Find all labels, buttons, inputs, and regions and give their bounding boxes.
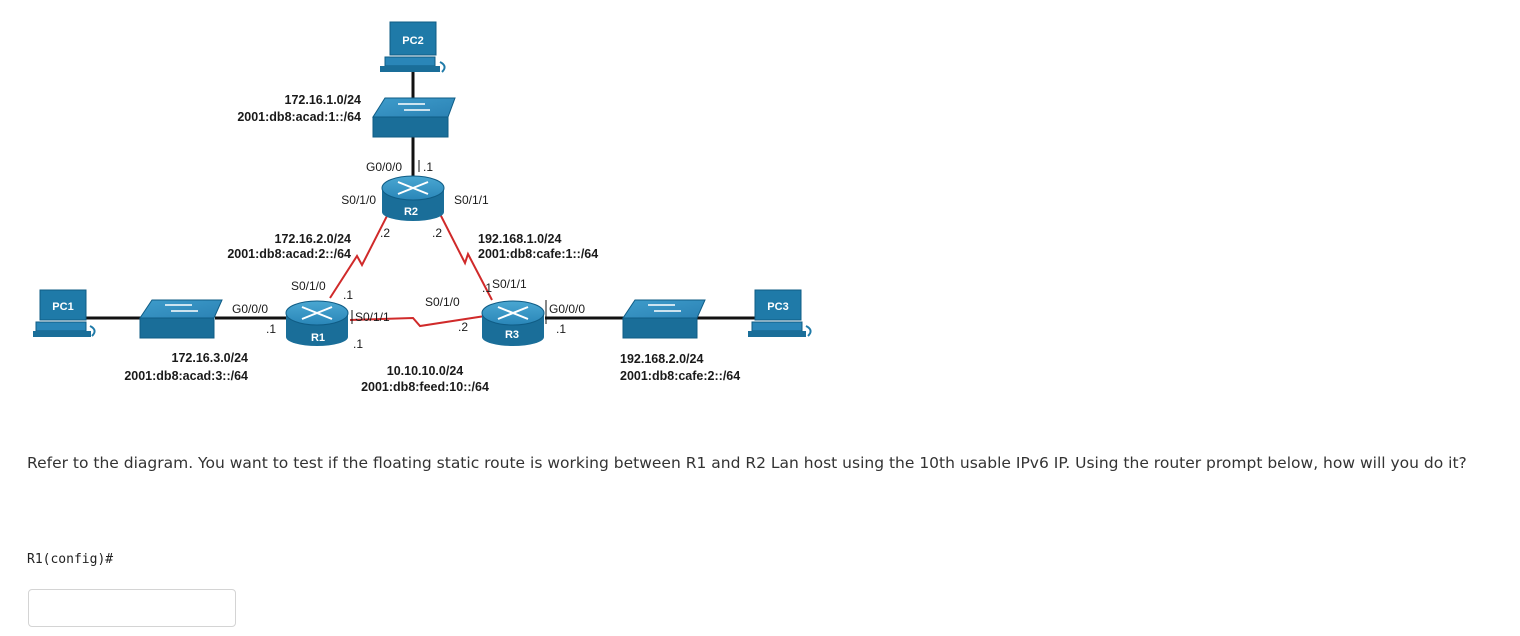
serial-link-r1-r3 (349, 315, 486, 328)
net-lan-r3-ipv6: 2001:db8:cafe:2::/64 (620, 369, 740, 383)
pc1-icon: PC1 (33, 289, 96, 337)
serial-link-r1-r2 (329, 209, 391, 299)
r3-s010-label: S0/1/0 (425, 295, 460, 309)
r2-s010-label: S0/1/0 (341, 193, 376, 207)
switch-r1-lan-icon (139, 299, 223, 339)
net-r2-r3-ipv4: 192.168.1.0/24 (478, 232, 561, 246)
pc2-label: PC2 (402, 35, 423, 47)
r1-s010-host: .1 (343, 288, 353, 302)
r1-g000-label: G0/0/0 (232, 302, 268, 316)
pc3-label: PC3 (767, 301, 788, 313)
answer-input[interactable] (28, 589, 236, 627)
serial-link-r2-r3 (437, 209, 493, 301)
r2-label: R2 (404, 206, 418, 218)
net-r1-r2-ipv4: 172.16.2.0/24 (275, 232, 352, 246)
r1-s011-label: S0/1/1 (355, 310, 390, 324)
r3-label: R3 (505, 329, 519, 341)
net-r1-r3-ipv6: 2001:db8:feed:10::/64 (361, 380, 489, 394)
pc2-icon: PC2 (380, 21, 446, 73)
r2-s011-label: S0/1/1 (454, 193, 489, 207)
r1-g000-host: .1 (266, 322, 276, 336)
net-lan-r2-ipv4: 172.16.1.0/24 (285, 93, 362, 107)
switch-r3-lan-icon (622, 299, 706, 339)
topology-diagram: PC2 R2 PC1 R1 (33, 21, 812, 394)
serial-links (329, 209, 493, 328)
r3-s011-host: .1 (482, 281, 492, 295)
r1-s011-host: .1 (353, 337, 363, 351)
net-r1-r2-ipv6: 2001:db8:acad:2::/64 (227, 247, 351, 261)
pc3-icon: PC3 (748, 289, 812, 337)
r3-s010-host: .2 (458, 320, 468, 334)
net-r2-r3-ipv6: 2001:db8:cafe:1::/64 (478, 247, 598, 261)
net-lan-r1-ipv4: 172.16.3.0/24 (172, 351, 249, 365)
net-lan-r2-ipv6: 2001:db8:acad:1::/64 (237, 110, 361, 124)
r2-g000-label: G0/0/0 (366, 160, 402, 174)
r3-g000-host: .1 (556, 322, 566, 336)
r2-g000-host: .1 (423, 160, 433, 174)
r2-s010-host: .2 (380, 226, 390, 240)
r1-label: R1 (311, 332, 325, 344)
r3-s011-label: S0/1/1 (492, 277, 527, 291)
net-lan-r3-ipv4: 192.168.2.0/24 (620, 352, 703, 366)
net-lan-r1-ipv6: 2001:db8:acad:3::/64 (124, 369, 248, 383)
r1-router-icon: R1 (285, 300, 349, 346)
r1-s010-label: S0/1/0 (291, 279, 326, 293)
router-prompt: R1(config)# (27, 552, 114, 567)
net-r1-r3-ipv4: 10.10.10.0/24 (387, 364, 464, 378)
switch-r2-lan-icon (372, 97, 456, 138)
ethernet-links (85, 72, 758, 320)
r2-router-icon: R2 (381, 175, 445, 221)
r3-router-icon: R3 (481, 300, 545, 346)
r3-g000-label: G0/0/0 (549, 302, 585, 316)
r2-s011-host: .2 (432, 226, 442, 240)
pc1-label: PC1 (52, 301, 73, 313)
question-text: Refer to the diagram. You want to test i… (27, 454, 1467, 472)
